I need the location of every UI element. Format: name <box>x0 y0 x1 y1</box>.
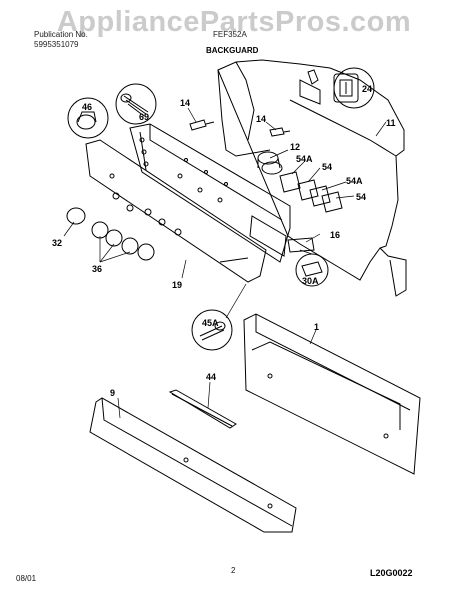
callout-1: 1 <box>314 322 319 332</box>
callout-54a-1: 54A <box>296 154 313 164</box>
wire-clips <box>257 151 283 175</box>
bracket-part <box>287 237 315 253</box>
callout-54a-2: 54A <box>346 176 363 186</box>
callout-12: 12 <box>290 142 300 152</box>
backguard-housing <box>217 59 407 297</box>
callout-30a: 30A <box>302 276 319 286</box>
screw-69-circle <box>115 83 157 125</box>
callout-19: 19 <box>172 280 182 290</box>
leader-lines <box>63 107 387 419</box>
indicator-light-probes <box>189 119 291 137</box>
callout-45a: 45A <box>202 318 219 328</box>
callout-11: 11 <box>386 118 396 128</box>
callout-36: 36 <box>92 264 102 274</box>
section-title: BACKGUARD <box>206 46 259 55</box>
publication-label: Publication No. <box>34 30 88 39</box>
knobs <box>66 207 155 261</box>
switch-part <box>307 69 359 103</box>
knob-46-circle <box>67 97 109 139</box>
callout-14a: 14 <box>180 98 190 108</box>
trim-strip <box>168 389 237 429</box>
callout-69: 69 <box>139 112 149 122</box>
control-panel-frame <box>129 123 291 263</box>
callout-32: 32 <box>52 238 62 248</box>
callout-54-2: 54 <box>356 192 366 202</box>
callout-16: 16 <box>330 230 340 240</box>
callout-24: 24 <box>362 84 372 94</box>
watermark: AppliancePartsPros.com <box>56 6 412 38</box>
publication-number: 5995351079 <box>34 40 79 49</box>
footer-page-number: 2 <box>231 566 236 575</box>
footer-date: 08/01 <box>16 574 37 583</box>
callout-14b: 14 <box>256 114 266 124</box>
callout-9: 9 <box>110 388 115 398</box>
model-number: FEF352A <box>213 30 247 39</box>
callout-54-1: 54 <box>322 162 332 172</box>
screw-45a-circle <box>191 309 233 351</box>
callout-44: 44 <box>206 372 216 382</box>
lower-trim-panel <box>89 397 297 533</box>
front-control-panel <box>85 139 267 283</box>
switch-24-circle <box>333 67 375 109</box>
lower-backguard-panel <box>243 313 421 475</box>
diagram-code: L20G0022 <box>370 568 413 578</box>
callout-46: 46 <box>82 102 92 112</box>
